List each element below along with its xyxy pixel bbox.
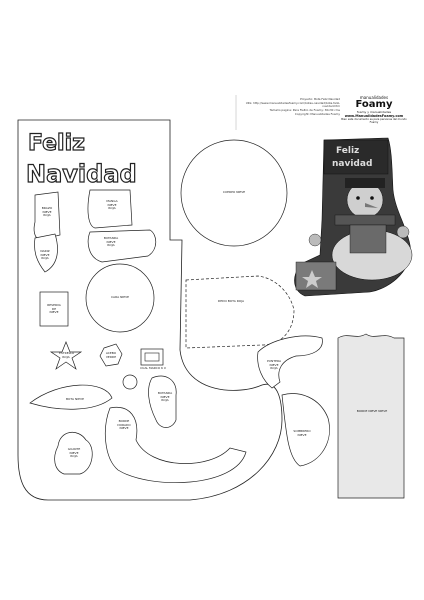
label-bufanda1: BUFANDA NIEVE ROJA (103, 236, 119, 248)
piece-bufanda2 (148, 375, 177, 428)
piece-borde-dorado (105, 406, 247, 483)
brand-big: Foamy (355, 99, 393, 110)
piece-manga-right (87, 189, 133, 229)
piece-sombrero (281, 393, 330, 467)
label-dedo-bota: DEDO BOTA ROJA (217, 299, 245, 303)
piece-puntera (257, 335, 323, 389)
label-cuadro: CUAL MARCO 6 X (140, 366, 166, 370)
label-borde-nieve: BORDE NIEVE NIEVE (356, 409, 388, 413)
label-brazo-left: BRAZO NIEVE ROJA (41, 206, 53, 218)
label-manga-right: MANGA NIEVE ROJA (106, 199, 118, 211)
label-cuerpo: CUERPO NIEVE (222, 190, 246, 194)
photo-title-line1: Feliz (336, 146, 359, 156)
feliz-navidad-lettering: Feliz Navidad (25, 130, 137, 188)
photo-title-line2: navidad (332, 159, 372, 169)
label-puntera: PUNTERA NIEVE ROJA (267, 359, 281, 371)
piece-bota-nieve (29, 384, 113, 410)
label-borde-dorado: BORDE DORADO NIEVE (117, 419, 131, 431)
finished-stocking-photo: Feliz navidad (294, 137, 413, 297)
piece-cuerpo (180, 139, 288, 247)
brand-small: manualidades (359, 95, 389, 100)
brand-tag: foamy y manualidades (356, 110, 392, 114)
label-estrella: ESTRELLA ROJA (59, 351, 75, 359)
brand-site: www.ManualidadesFoamy.com (344, 114, 404, 118)
label-bota-nieve: BOTA NIEVE (66, 397, 84, 401)
header-line-1: Proyecto: Bota Feliz Navidad (300, 97, 340, 101)
piece-gorro-fondo (337, 333, 405, 499)
piece-cara (85, 263, 155, 333)
piece-estrella (49, 341, 83, 370)
label-guante: GUANTE NIEVE ROJA (67, 447, 81, 459)
header-line-2: URL: http://www.manualidadesfoamy.com/bo… (245, 100, 340, 109)
piece-bufanda1 (39, 291, 69, 327)
label-sombrero: SOMBRERO NIEVE (293, 429, 311, 437)
stocking-title-line1: Feliz (28, 131, 85, 156)
label-cara: CARA NIEVE (110, 295, 130, 299)
piece-dedo-bota (185, 275, 295, 349)
header-line-3: Tamaño pagina: Para Fieltro de Foamy: 30… (269, 107, 340, 112)
project-header: Proyecto: Bota Feliz Navidad URL: http:/… (236, 97, 340, 116)
label-nariz: NARIZ NIEVE ROJA (40, 249, 50, 261)
stocking-title-line2: Navidad (26, 160, 137, 188)
piece-reserva (34, 233, 58, 273)
piece-guante (54, 432, 93, 475)
label-acebo: ACEBO VERDE (105, 351, 117, 359)
piece-nariz (87, 229, 157, 263)
brand-logo: manualidades Foamy foamy y manualidades … (340, 95, 408, 124)
piece-boton (122, 374, 138, 390)
brand-note: Bien este documento es para personas del… (341, 118, 407, 124)
piece-acebo (99, 343, 123, 367)
label-reserva: RESERVA DE NIEVE (47, 303, 61, 315)
label-bufanda2: BUFANDA NIEVE ROJA (157, 391, 173, 403)
header-line-4: Copyright: Manualidades Foamy (294, 111, 340, 116)
